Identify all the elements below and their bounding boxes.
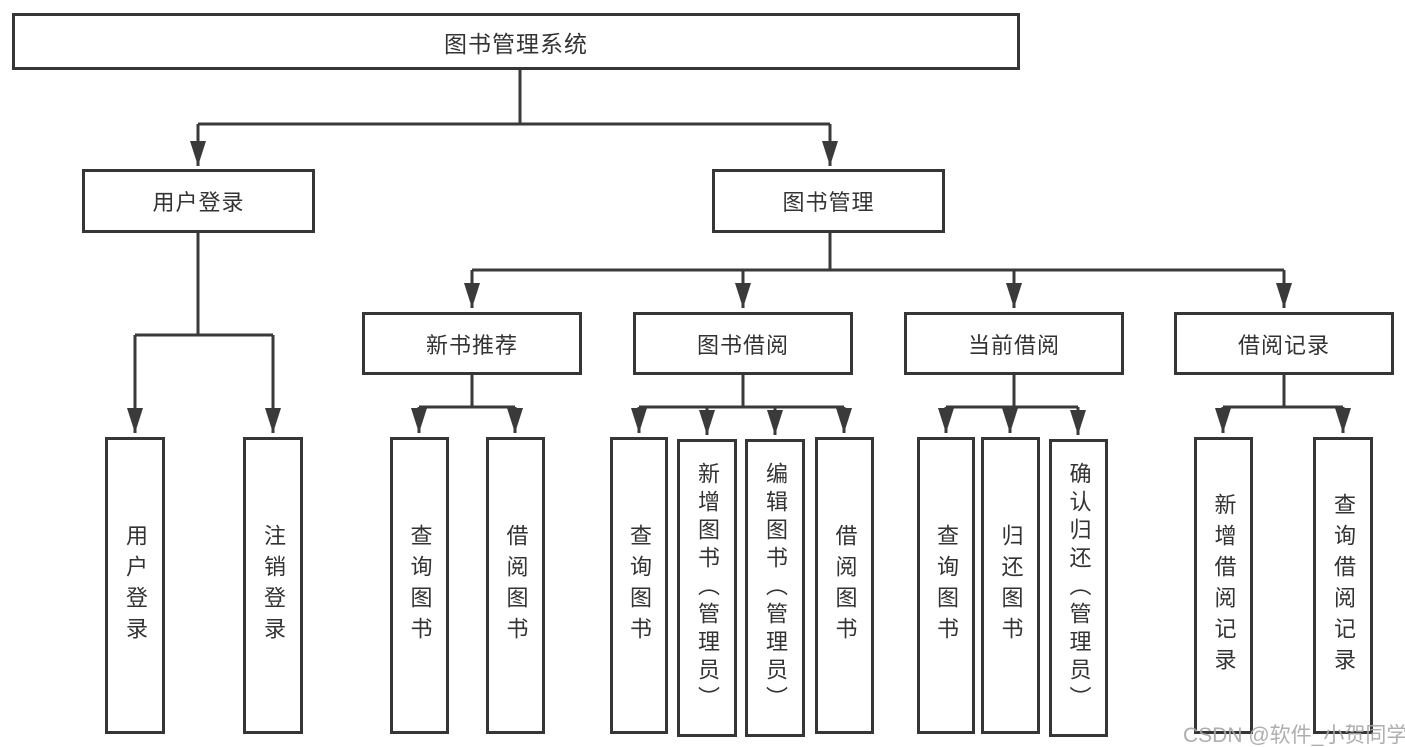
leaf-borrow-books-recommend: 借阅图书 bbox=[486, 437, 545, 734]
csdn-watermark: CSDN @软件_小贺同学 bbox=[1183, 724, 1405, 747]
node-new-book-recommendation: 新书推荐 bbox=[362, 312, 582, 375]
node-current-borrowing: 当前借阅 bbox=[904, 312, 1124, 375]
leaf-edit-book-admin: 编辑图书（管理员） bbox=[745, 439, 805, 737]
node-library-system-root: 图书管理系统 bbox=[12, 13, 1020, 70]
leaf-add-borrow-record: 新增借阅记录 bbox=[1194, 437, 1253, 734]
leaf-query-borrow-record: 查询借阅记录 bbox=[1313, 437, 1373, 734]
leaf-add-book-admin: 新增图书（管理员） bbox=[677, 439, 737, 737]
leaf-user-login: 用户登录 bbox=[105, 437, 165, 734]
leaf-query-books-borrow: 查询图书 bbox=[610, 437, 668, 734]
leaf-logout: 注销登录 bbox=[243, 437, 303, 734]
leaf-query-books-recommend: 查询图书 bbox=[390, 437, 449, 734]
leaf-query-books-current: 查询图书 bbox=[917, 437, 975, 734]
node-borrowing-records: 借阅记录 bbox=[1174, 312, 1394, 375]
leaf-borrow-books-borrow: 借阅图书 bbox=[815, 437, 874, 734]
leaf-confirm-return-admin: 确认归还（管理员） bbox=[1049, 439, 1108, 737]
node-book-management-module: 图书管理 bbox=[712, 169, 945, 233]
node-book-borrowing: 图书借阅 bbox=[633, 312, 853, 375]
node-user-login-module: 用户登录 bbox=[82, 169, 315, 233]
leaf-return-book: 归还图书 bbox=[981, 437, 1040, 734]
